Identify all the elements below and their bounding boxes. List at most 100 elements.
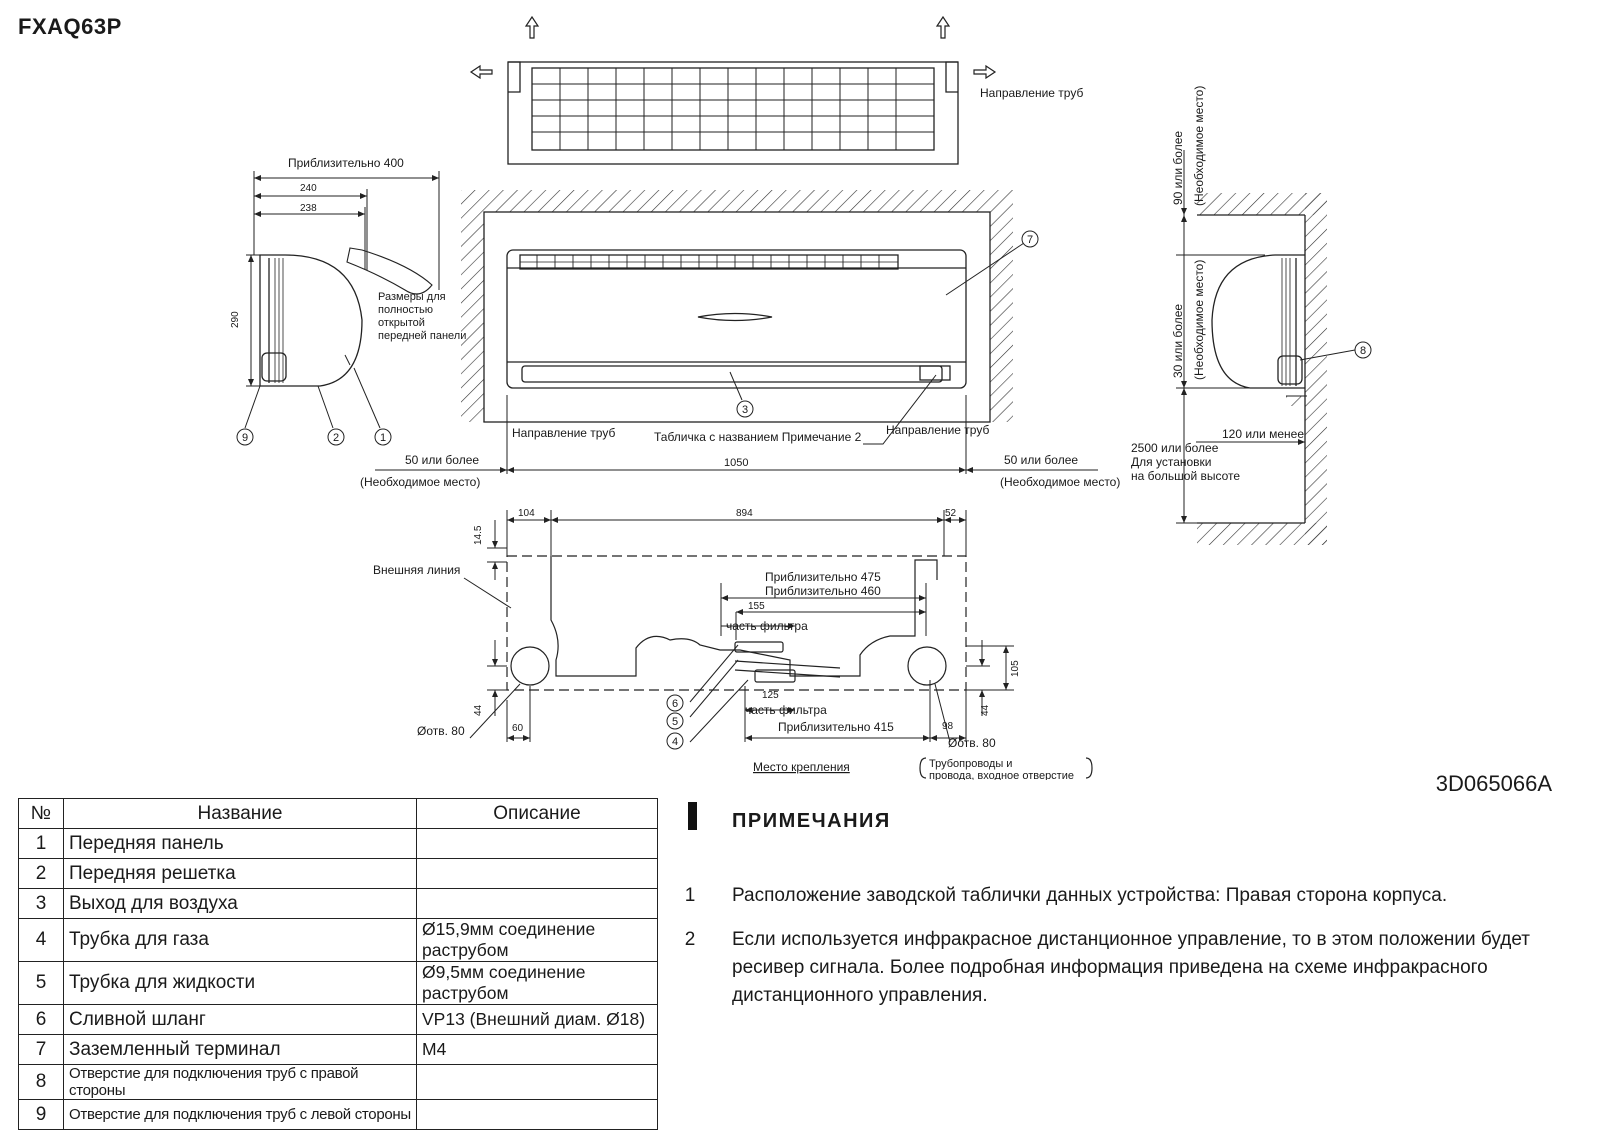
row-description: [416, 888, 658, 919]
clearance-30: 30 или более: [1171, 304, 1185, 378]
dim-238: 238: [300, 203, 317, 214]
row-number: 7: [18, 1034, 64, 1065]
table-row: 3 Выход для воздуха: [18, 888, 658, 919]
high-install-1: 2500 или более: [1131, 441, 1219, 455]
clearance-left-required: (Необходимое место): [360, 475, 480, 489]
hole-80-left: Øотв. 80: [417, 724, 465, 738]
row-number: 3: [18, 888, 64, 919]
dim-52: 52: [945, 508, 957, 519]
note-text: Если используется инфракрасное дистанцио…: [732, 929, 1530, 1006]
parts-table: № Название Описание 1 Передняя панель 2 …: [18, 798, 658, 1130]
mounting-plate: [506, 555, 967, 691]
dim-290: 290: [230, 311, 241, 328]
callout-3: 3: [742, 404, 748, 416]
note-number: 2: [684, 929, 696, 950]
row-number: 1: [18, 828, 64, 859]
technical-drawing: Направление труб: [230, 15, 1372, 780]
dim-14-5: 14.5: [473, 525, 484, 545]
row-name: Передняя решетка: [63, 858, 417, 889]
row-description: [416, 858, 658, 889]
dim-approx-400: Приблизительно 400: [288, 156, 404, 170]
hole-80-right: Øотв. 80: [948, 736, 996, 750]
open-panel-note-2: полностью: [378, 304, 433, 316]
dim-approx-460: Приблизительно 460: [765, 584, 881, 598]
callout-8: 8: [1360, 345, 1366, 357]
note-number: 1: [684, 885, 696, 906]
clearance-left-50: 50 или более: [405, 453, 479, 467]
note-text: Расположение заводской таблички данных у…: [732, 885, 1448, 906]
row-name: Передняя панель: [63, 828, 417, 859]
table-row: 9 Отверстие для подключения труб с левой…: [18, 1099, 658, 1130]
dim-1050: 1050: [724, 457, 748, 469]
document-number: 3D065066A: [1435, 771, 1552, 796]
table-row: 2 Передняя решетка: [18, 858, 658, 889]
row-name: Трубка для газа: [63, 918, 417, 962]
callout-2: 2: [333, 432, 339, 444]
pipe-direction-right-label: Направление труб: [886, 423, 989, 437]
row-number: 4: [18, 918, 64, 962]
row-description: [416, 1064, 658, 1100]
header-name: Название: [63, 798, 417, 829]
dim-44-right: 44: [980, 704, 991, 716]
callout-1: 1: [380, 432, 386, 444]
row-number: 6: [18, 1004, 64, 1035]
row-name: Выход для воздуха: [63, 888, 417, 919]
clearance-30-required: (Необходимое место): [1192, 260, 1206, 380]
high-install-3: на большой высоте: [1131, 469, 1240, 483]
row-name: Сливной шланг: [63, 1004, 417, 1035]
table-row: 5 Трубка для жидкости Ø9,5мм соединение …: [18, 961, 658, 1005]
left-side-view: [259, 247, 433, 387]
top-view: [507, 61, 959, 165]
callout-5: 5: [672, 716, 678, 728]
row-description: M4: [416, 1034, 658, 1065]
table-row: 6 Сливной шланг VP13 (Внешний диам. Ø18): [18, 1004, 658, 1035]
table-header-row: № Название Описание: [18, 798, 658, 829]
dim-60: 60: [512, 723, 524, 734]
dim-125: 125: [762, 690, 779, 701]
open-panel-note-3: открытой: [378, 317, 425, 329]
dim-104: 104: [518, 508, 535, 519]
row-description: Ø9,5мм соединение раструбом: [416, 961, 658, 1005]
row-number: 2: [18, 858, 64, 889]
clearance-120: 120 или менее: [1222, 427, 1304, 441]
nameplate-note: Табличка с названием Примечание 2: [654, 430, 862, 444]
model-title: FXAQ63P: [18, 14, 122, 39]
pipe-inlet-2: провода, входное отверстие: [929, 770, 1074, 780]
outer-line-label: Внешняя линия: [373, 563, 460, 577]
callout-6: 6: [672, 698, 678, 710]
clearance-90: 90 или более: [1171, 131, 1185, 205]
row-description: [416, 1099, 658, 1130]
front-view: [461, 190, 1025, 445]
row-number: 5: [18, 961, 64, 1005]
open-panel-note-4: передней панели: [378, 330, 466, 342]
dim-44-left: 44: [473, 704, 484, 716]
dim-894: 894: [736, 508, 753, 519]
header-description: Описание: [416, 798, 658, 829]
pipe-inlet-1: Трубопроводы и: [929, 758, 1012, 770]
filter-part-upper: часть фильтра: [726, 619, 808, 633]
dim-98: 98: [942, 721, 954, 732]
row-name: Трубка для жидкости: [63, 961, 417, 1005]
row-number: 9: [18, 1099, 64, 1130]
table-row: 7 Заземленный терминал M4: [18, 1034, 658, 1065]
pipe-direction-top-label: Направление труб: [980, 86, 1083, 100]
dim-105: 105: [1010, 660, 1021, 677]
header-number: №: [18, 798, 64, 829]
callout-4: 4: [672, 736, 678, 748]
clearance-90-required: (Необходимое место): [1192, 86, 1206, 206]
row-description: Ø15,9мм соединение раструбом: [416, 918, 658, 962]
mount-place-label: Место крепления: [753, 760, 850, 774]
dim-240: 240: [300, 183, 317, 194]
row-description: [416, 828, 658, 859]
dim-155: 155: [748, 601, 765, 612]
callout-9: 9: [242, 432, 248, 444]
pipe-direction-left-label: Направление труб: [512, 426, 615, 440]
row-description: VP13 (Внешний диам. Ø18): [416, 1004, 658, 1035]
callout-7: 7: [1027, 234, 1033, 246]
notes-marker: [688, 802, 697, 830]
dim-approx-415: Приблизительно 415: [778, 720, 894, 734]
row-number: 8: [18, 1064, 64, 1100]
clearance-right-50: 50 или более: [1004, 453, 1078, 467]
table-row: 4 Трубка для газа Ø15,9мм соединение рас…: [18, 918, 658, 962]
filter-part-lower: часть фильтра: [745, 703, 827, 717]
